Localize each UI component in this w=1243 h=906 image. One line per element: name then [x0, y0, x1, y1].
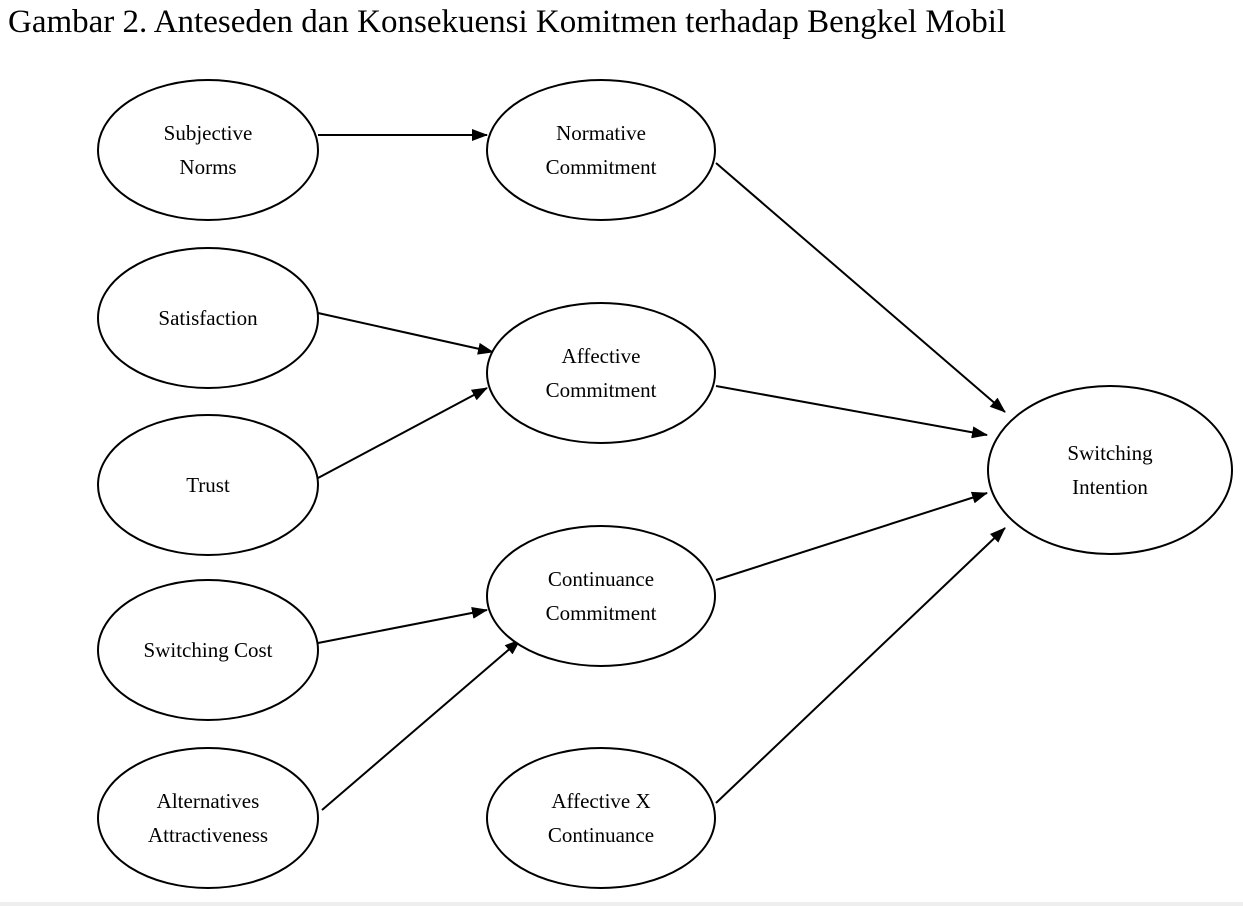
ellipse	[97, 247, 319, 389]
node-trust: Trust	[97, 414, 319, 556]
ellipse	[486, 747, 716, 889]
node-label: Attractiveness	[148, 823, 268, 847]
node-affective-x-continuance: Affective X Continuance	[486, 747, 716, 889]
node-label: Commitment	[546, 601, 657, 625]
bottom-border	[0, 902, 1243, 906]
node-satisfaction: Satisfaction	[97, 247, 319, 389]
ellipse	[97, 747, 319, 889]
ellipse	[97, 79, 319, 221]
node-label: Intention	[1072, 475, 1148, 499]
node-label: Trust	[186, 473, 230, 497]
node-label: Alternatives	[157, 789, 260, 813]
ellipse	[486, 302, 716, 444]
ellipse	[987, 385, 1233, 555]
arrow-trust-to-affective-commitment	[317, 387, 488, 479]
arrow-affective-x-continuance-to-switching-intention	[715, 527, 1006, 804]
node-label: Affective X	[551, 789, 650, 813]
ellipse	[486, 525, 716, 667]
node-label: Norms	[179, 155, 236, 179]
node-label: Affective	[562, 344, 641, 368]
ellipse	[486, 79, 716, 221]
node-label: Commitment	[546, 155, 657, 179]
arrow-continuance-commitment-to-switching-intention	[715, 491, 988, 581]
figure-title: Gambar 2. Anteseden dan Konsekuensi Komi…	[8, 4, 1007, 40]
node-label: Normative	[556, 121, 646, 145]
arrow-switching-cost-to-continuance-commitment	[317, 606, 488, 644]
arrow-normative-commitment-to-switching-intention	[715, 162, 1006, 413]
node-label: Commitment	[546, 378, 657, 402]
arrow-affective-commitment-to-switching-intention	[715, 385, 988, 439]
node-label: Continuance	[548, 823, 654, 847]
node-label: Subjective	[164, 121, 253, 145]
node-label: Switching	[1067, 441, 1153, 465]
node-label: Satisfaction	[158, 306, 258, 330]
ellipse	[97, 414, 319, 556]
arrow-satisfaction-to-affective-commitment	[317, 312, 494, 355]
node-switching-cost: Switching Cost	[97, 579, 319, 721]
arrow-alternatives-attractiveness-to-continuance-commitment	[321, 639, 521, 811]
node-label: Continuance	[548, 567, 654, 591]
ellipse	[97, 579, 319, 721]
node-label: Switching Cost	[144, 638, 273, 662]
